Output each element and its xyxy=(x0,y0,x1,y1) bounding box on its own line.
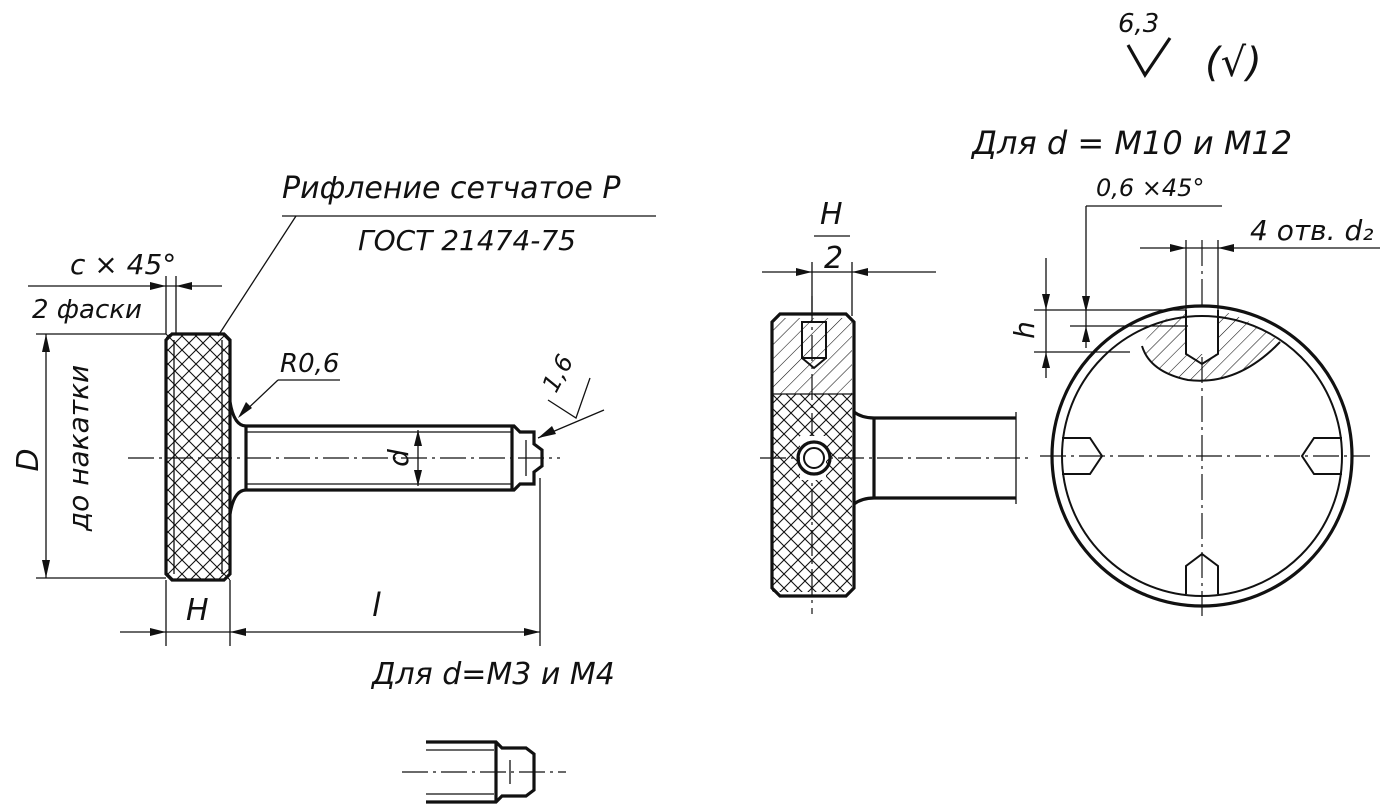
diameter-note: до накатки xyxy=(62,365,95,532)
right-side-view: Для d = M10 и M12 H 2 xyxy=(760,124,1292,614)
bottom-hole xyxy=(1185,552,1219,594)
roughness-general-mark: (√) xyxy=(1205,40,1262,86)
inner-circle xyxy=(1061,315,1343,597)
blind-hole-tip xyxy=(801,357,827,370)
arrow-icon xyxy=(150,628,166,636)
fillet-label: R0,6 xyxy=(280,349,339,379)
chamfer-count-label: 2 фаски xyxy=(32,295,142,325)
arrow-icon xyxy=(524,628,540,636)
right-caption: Для d = M10 и M12 xyxy=(970,124,1292,162)
knurl-note-line2: ГОСТ 21474-75 xyxy=(358,224,576,257)
blind-hole xyxy=(801,321,827,359)
knurled-head-outline xyxy=(164,332,232,582)
arrow-icon xyxy=(150,282,166,290)
arrow-icon xyxy=(538,426,556,438)
roughness-local-label: 1,6 xyxy=(537,350,580,397)
knurl-note-line1: Рифление сетчатое Р xyxy=(282,171,621,206)
arrow-icon xyxy=(42,560,50,578)
section-hatch xyxy=(772,318,852,394)
arrow-icon xyxy=(1218,244,1234,252)
left-caption: Для d=M3 и M4 xyxy=(370,657,615,692)
chamfer-label: с × 45° xyxy=(70,248,176,281)
roughness-value: 6,3 xyxy=(1118,9,1159,39)
chamfer-0-6-label: 0,6 ×45° xyxy=(1096,174,1204,202)
left-hole xyxy=(1062,437,1104,475)
cross-hole-inner xyxy=(803,447,825,469)
knurl-fill xyxy=(772,394,852,592)
arrow-icon xyxy=(1042,352,1050,368)
left-view: с × 45° 2 фаски D до накатки R0,6 1,6 d xyxy=(11,248,615,692)
arrow-icon xyxy=(852,268,868,276)
roughness-symbol: 6,3 (√) xyxy=(1118,9,1262,86)
tip-outline xyxy=(426,740,536,804)
right-end-view: 0,6 ×45° 4 отв. d₂ h xyxy=(1008,174,1380,616)
arrow-icon xyxy=(1042,294,1050,310)
arrow-icon xyxy=(1082,296,1090,312)
depth-label: h xyxy=(1008,321,1041,339)
half-height-bottom: 2 xyxy=(824,241,843,276)
diameter-label: D xyxy=(11,448,46,471)
half-height-top: H xyxy=(820,197,843,232)
arrow-icon xyxy=(1082,326,1090,342)
section-hole xyxy=(1185,310,1219,366)
holes-label: 4 отв. d₂ xyxy=(1250,214,1373,247)
length-label: l xyxy=(372,586,381,624)
roughness-local-icon xyxy=(547,377,591,419)
arrow-icon xyxy=(414,470,422,486)
knurled-head-fill xyxy=(166,334,230,580)
arrow-icon xyxy=(230,628,246,636)
arrow-icon xyxy=(42,334,50,352)
knurl-note: Рифление сетчатое Р ГОСТ 21474-75 xyxy=(217,171,656,337)
knurl-leader xyxy=(217,215,297,337)
arrow-icon xyxy=(796,268,812,276)
arrow-icon xyxy=(176,282,192,290)
arrow-icon xyxy=(1170,244,1186,252)
tip-detail xyxy=(402,740,566,804)
outer-circle xyxy=(1050,304,1354,608)
arrow-icon xyxy=(238,402,252,418)
arrow-icon xyxy=(414,430,422,446)
right-hole xyxy=(1300,437,1342,475)
roughness-check-icon xyxy=(1126,37,1172,79)
local-section-boundary xyxy=(1141,341,1281,382)
right-head-outline xyxy=(770,312,856,598)
thread-label: d xyxy=(382,449,415,467)
height-label: H xyxy=(186,593,209,628)
cross-hole-outer xyxy=(796,440,832,476)
screw-shank-outline xyxy=(228,401,544,515)
